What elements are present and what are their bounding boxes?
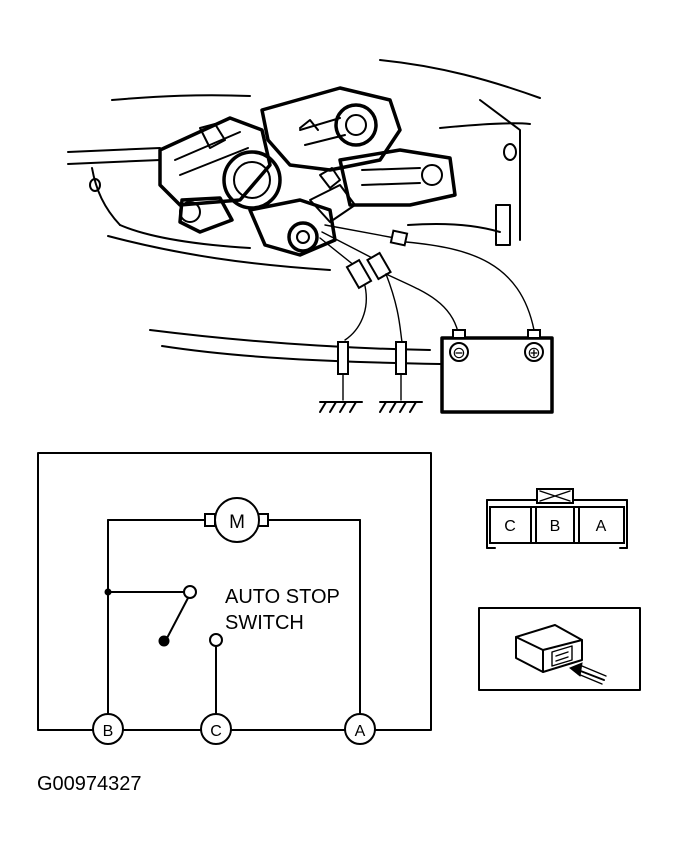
connector-face-view: C B A — [486, 488, 628, 549]
battery-positive-symbol: ⊕ — [527, 345, 540, 362]
connector-pin-c: C — [504, 518, 516, 535]
battery-negative-symbol: ⊖ — [452, 345, 465, 362]
terminal-c — [200, 713, 232, 745]
figure-id: G00974327 — [37, 773, 142, 795]
motor-symbol — [214, 497, 260, 543]
motor-installation-illustration: ⊖ ⊕ — [67, 59, 554, 414]
switch-contact-lower — [209, 633, 223, 647]
vehicle-body-panels — [67, 59, 541, 365]
connector-pin-a: A — [596, 518, 607, 535]
ground-symbol-right — [379, 401, 423, 413]
connector-view-inset — [478, 607, 641, 691]
battery-icon — [440, 329, 554, 414]
arrow-icon — [569, 662, 607, 685]
terminal-c-label: C — [210, 723, 222, 740]
wiper-motor-assembly — [158, 86, 457, 257]
terminal-b — [92, 713, 124, 745]
auto-stop-switch-label-line2: SWITCH — [225, 612, 304, 634]
motor-label: M — [229, 512, 245, 533]
terminal-b-label: B — [103, 723, 114, 740]
switch-arm — [165, 597, 189, 641]
switch-pivot — [158, 635, 170, 647]
auto-stop-switch-label-line1: AUTO STOP — [225, 586, 340, 608]
ground-symbol-left — [319, 401, 363, 413]
switch-contact-upper — [183, 585, 197, 599]
test-leads — [319, 224, 535, 401]
terminal-a-label: A — [355, 723, 366, 740]
wiring-schematic: M AUTO STOP SWITCH B C A — [37, 452, 432, 745]
terminal-a — [344, 713, 376, 745]
connector-pin-b: B — [550, 518, 561, 535]
connector-icon — [515, 624, 583, 673]
